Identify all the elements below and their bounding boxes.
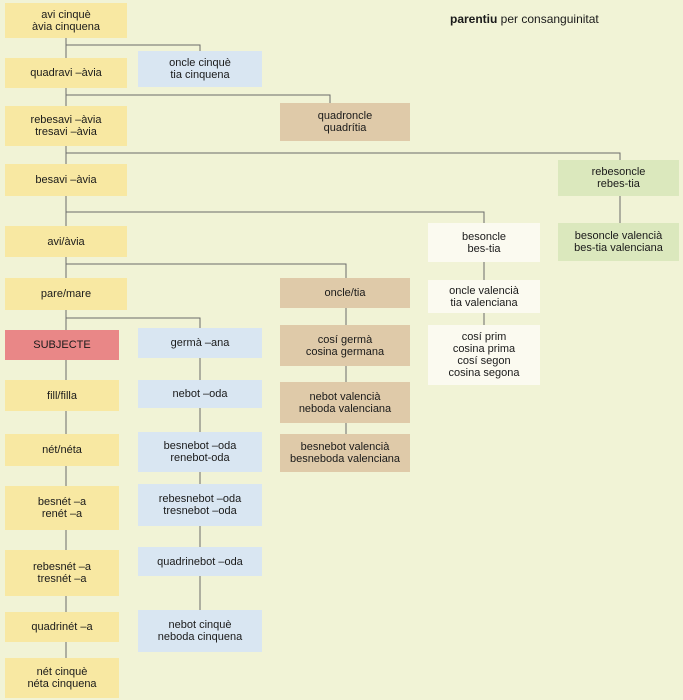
node-label-line: besnebot valencià [300,441,390,453]
node-quadravi: quadravi –àvia [5,58,127,88]
node-quadrinebot: quadrinebot –oda [138,547,262,576]
node-label-line: cosina segona [448,367,520,379]
node-label-line: renét –a [41,508,83,520]
node-nebot: nebot –oda [138,380,262,408]
node-label-line: rebesnebot –oda [158,493,242,505]
node-label-line: rebes-tia [597,178,640,190]
node-label-line: quadravi –àvia [30,67,102,79]
node-label-line: cosí segon [457,355,511,367]
node-label-line: avi cinquè [41,8,91,21]
node-label-line: neboda valenciana [298,402,392,415]
node-quadrinet: quadrinét –a [5,612,119,642]
node-label-line: nét cinquè [36,666,88,678]
node-label-line: rebesavi –àvia [30,114,102,126]
node-label-line: besavi –àvia [35,174,97,186]
node-label-line: SUBJECTE [33,339,91,351]
node-label-line: tia valenciana [450,296,518,309]
node-label-line: nebot valencià [309,390,381,403]
node-net: nét/néta [5,434,119,466]
node-label-line: fill/filla [47,389,77,402]
node-label-line: quadrinebot –oda [157,555,243,568]
node-label-line: tresavi –àvia [35,126,97,138]
node-label-line: àvia cinquena [32,20,100,33]
node-label-line: quadrítia [323,122,367,134]
node-label-line: besnét –a [37,496,87,508]
node-label-line: cosí germà [317,333,373,346]
node-label-line: tresnebot –oda [163,505,237,517]
node-label-line: cosí prim [461,331,507,343]
node-label-line: pare/mare [40,288,92,300]
node-label-line: rebesnét –a [32,561,92,573]
node-label-line: nebot –oda [172,388,228,400]
node-label-line: nét/néta [42,444,82,456]
node-label-line: rebesoncle [591,166,646,178]
node-label-line: besoncle [461,230,507,243]
node-label-line: besnebot –oda [163,440,237,452]
node-fill: fill/filla [5,380,119,411]
node-label-line: nebot cinquè [168,619,232,631]
node-label-line: quadrinét –a [31,621,93,633]
diagram-title: parentiu per consanguinitat [450,12,599,26]
node-label-line: néta cinquena [27,678,97,690]
node-label-line: oncle cinquè [169,57,231,69]
node-pare: pare/mare [5,278,127,310]
node-label-line: besneboda valenciana [289,453,401,465]
node-label-line: tia cinquena [170,69,230,81]
node-oncle: oncle/tia [280,278,410,308]
node-subjecte: SUBJECTE [5,330,119,360]
node-label-line: neboda cinquena [157,631,243,643]
node-label-line: germà –ana [170,337,230,349]
node-label-line: avi/àvia [47,235,85,248]
node-label-line: cosina prima [452,343,516,355]
node-label-line: cosina germana [305,345,385,358]
node-label-line: quadroncle [317,110,373,122]
node-label-line: oncle valencià [449,284,519,297]
node-label-line: bes-tia [467,242,501,255]
node-avi: avi/àvia [5,226,127,257]
node-germa: germà –ana [138,328,262,358]
node-label-line: besoncle valencià [574,230,663,242]
node-besavi: besavi –àvia [5,164,127,196]
node-label-line: bes-tia valenciana [574,242,663,254]
node-label-line: renebot-oda [170,452,230,464]
node-label-line: tresnét –a [37,573,87,585]
node-label-line: oncle/tia [324,287,366,299]
